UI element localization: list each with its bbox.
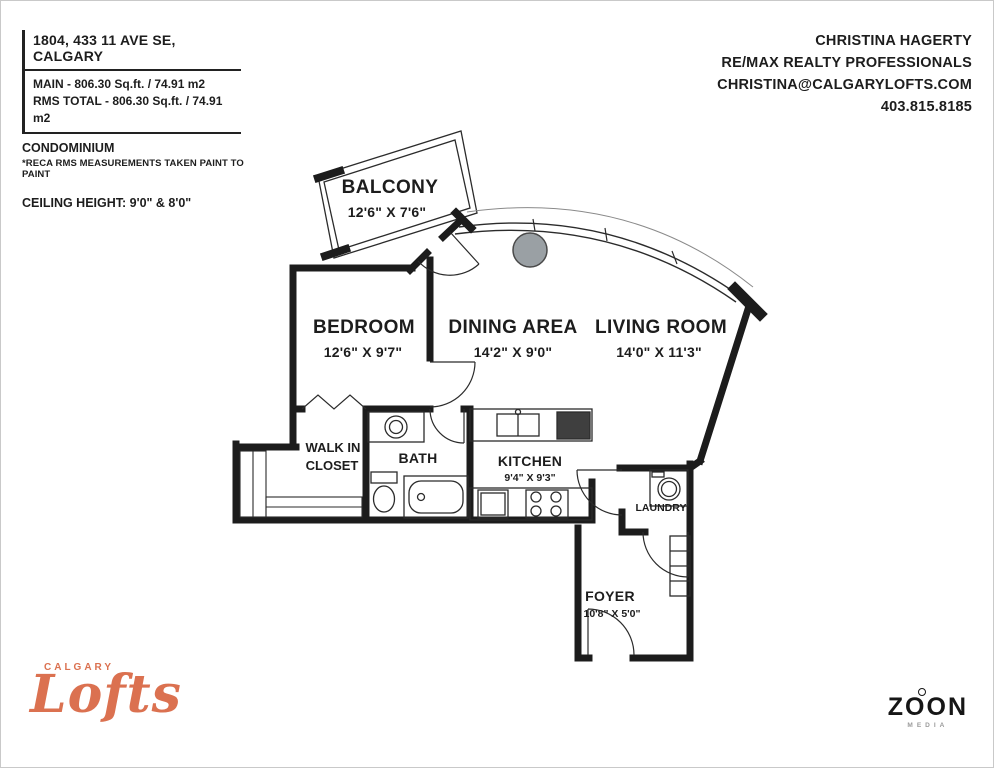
listing-info: 1804, 433 11 AVE SE, CALGARY MAIN - 806.… [22, 30, 272, 210]
room-labels: BALCONY 12'6" X 7'6" BEDROOM 12'6" X 9'7… [306, 177, 727, 620]
rms-disclaimer: *RECA RMS MEASUREMENTS TAKEN PAINT TO PA… [22, 158, 244, 180]
listing-address: 1804, 433 11 AVE SE, CALGARY [25, 30, 241, 71]
kitchen-fixtures [469, 408, 593, 521]
listing-table: 1804, 433 11 AVE SE, CALGARY MAIN - 806.… [22, 30, 272, 134]
kitchen-counter-bottom [469, 487, 593, 521]
calgary-lofts-logo-main: Lofts [30, 664, 182, 725]
bath-vanity [367, 411, 425, 443]
corner-post [727, 281, 768, 322]
foyer-dims: 10'8" X 5'0" [584, 608, 641, 620]
agent-email: CHRISTINA@CALGARYLOFTS.COM [717, 77, 972, 93]
structural-column [512, 232, 548, 268]
zoon-logo-sub: MEDIA [907, 722, 949, 729]
curved-window-wall [454, 207, 754, 303]
zoon-logo-main: ZOON [887, 693, 968, 721]
zoon-media-logo: ZOON MEDIA [887, 688, 968, 729]
rms-total: RMS TOTAL - 806.30 Sq.ft. / 74.91 m2 [33, 94, 223, 125]
doors [301, 231, 689, 656]
ceiling-height: CEILING HEIGHT: 9'0" & 8'0" [22, 196, 192, 210]
fridge-icon [556, 411, 591, 440]
living-label: LIVING ROOM [595, 317, 727, 338]
main-area: MAIN - 806.30 Sq.ft. / 74.91 m2 [33, 77, 206, 91]
balcony-wall-stubs [312, 165, 477, 262]
walls [232, 165, 768, 662]
walk-in-closet-label-line2: CLOSET [306, 458, 359, 473]
balcony-dims: 12'6" X 7'6" [348, 204, 426, 220]
kitchen-dims: 9'4" X 9'3" [504, 472, 555, 484]
washer-panel [651, 471, 665, 478]
zoon-logo-ring-icon [917, 688, 926, 696]
bathtub-drain [416, 492, 426, 502]
stove-burner [530, 491, 542, 503]
dishwasher-icon [477, 489, 509, 519]
living-dims: 14'0" X 11'3" [616, 344, 702, 360]
stove-burner [550, 505, 562, 517]
closet-fixtures [239, 450, 363, 518]
toilet-icon [372, 485, 396, 513]
agent-name: CHRISTINA HAGERTY [815, 33, 972, 49]
walk-in-closet-label-line1: WALK IN [306, 440, 361, 455]
dishwasher-inner [480, 492, 506, 516]
window-mullions [532, 218, 678, 265]
balcony-label: BALCONY [342, 177, 439, 198]
balcony-railing [317, 130, 478, 259]
listing-measurements: MAIN - 806.30 Sq.ft. / 74.91 m2 RMS TOTA… [25, 71, 241, 134]
calgary-lofts-logo: CALGARY Lofts [30, 662, 182, 721]
kitchen-label: KITCHEN [498, 453, 562, 469]
bath-sink-icon [384, 415, 408, 439]
laundry-label: LAUNDRY [636, 502, 687, 514]
foyer-shelf-lines [670, 550, 690, 582]
bathtub-icon [403, 475, 469, 519]
bathtub-inner [408, 480, 464, 514]
kitchen-counter-top [469, 408, 593, 442]
washer-door [657, 477, 681, 501]
bedroom-label: BEDROOM [313, 317, 415, 338]
dining-dims: 14'2" X 9'0" [474, 344, 552, 360]
bedroom-dims: 12'6" X 9'7" [324, 344, 402, 360]
washer-drum [660, 480, 678, 498]
dining-label: DINING AREA [448, 317, 577, 338]
washer-icon [649, 469, 689, 507]
bath-sink-basin [388, 419, 404, 435]
agent-info: CHRISTINA HAGERTY RE/MAX REALTY PROFESSI… [717, 30, 972, 118]
stove-icon [525, 489, 569, 519]
property-type: CONDOMINIUM [22, 141, 115, 155]
foyer-label: FOYER [585, 588, 635, 604]
door-swings [301, 231, 689, 656]
bath-fixtures [367, 411, 469, 519]
wall-segments [232, 217, 754, 662]
stove-burner [550, 491, 562, 503]
laundry-fixtures [649, 469, 691, 597]
agent-phone: 403.815.8185 [880, 99, 972, 115]
toilet-tank [370, 471, 398, 484]
stove-burner [530, 505, 542, 517]
agent-company: RE/MAX REALTY PROFESSIONALS [721, 55, 972, 71]
calgary-lofts-logo-top: CALGARY [44, 662, 115, 673]
kitchen-faucet [514, 408, 522, 416]
bath-label: BATH [398, 450, 437, 466]
